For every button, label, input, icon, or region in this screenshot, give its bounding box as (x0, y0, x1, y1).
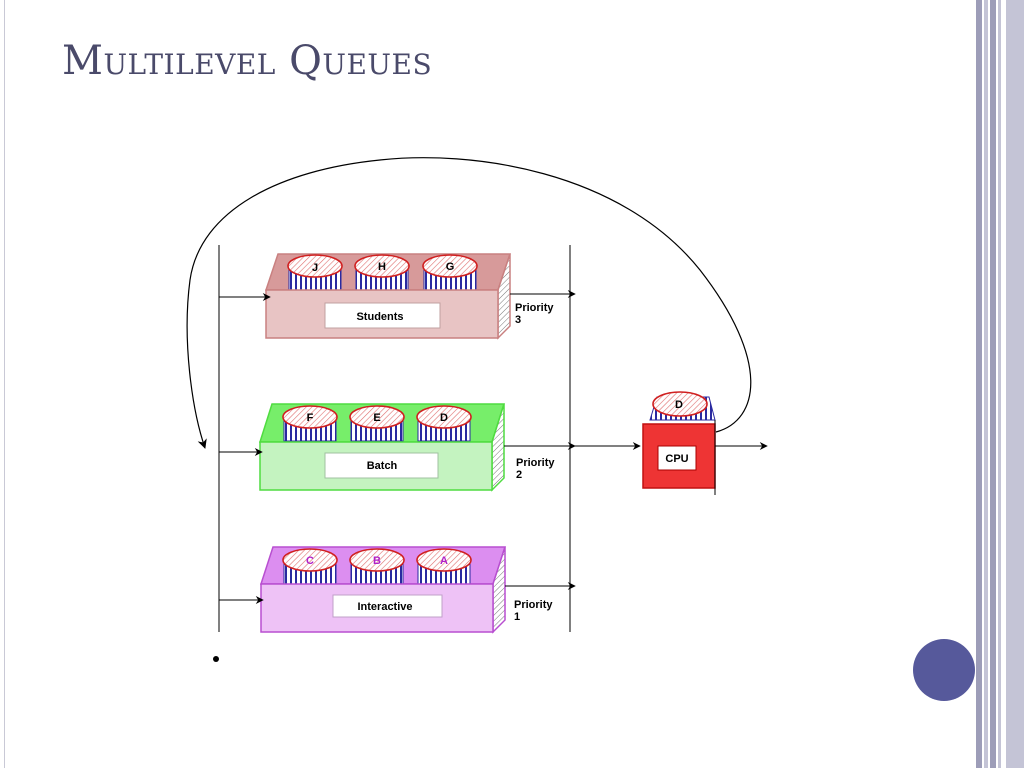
job-j: J (287, 254, 343, 291)
priority-label: Priority (516, 457, 555, 469)
job-a: A (416, 548, 472, 585)
job-label: H (378, 261, 386, 273)
decorative-stripes (976, 0, 1024, 768)
cpu-job-label: D (675, 399, 683, 411)
priority-label: Priority (515, 302, 554, 314)
queue-batch: F E D Batch Priority 2 (258, 403, 555, 492)
stripe (998, 0, 1001, 768)
job-d: D (416, 405, 472, 442)
stripe (1006, 0, 1024, 768)
queue-label: Students (356, 311, 403, 323)
slide-title: Multilevel Queues (62, 38, 433, 84)
job-g: G (422, 254, 478, 291)
job-label: C (306, 555, 314, 567)
decorative-circle (913, 639, 975, 701)
stripe (990, 0, 996, 768)
slide-left-border (4, 0, 5, 768)
stripe (984, 0, 988, 768)
queue-label: Batch (367, 460, 398, 472)
queue-students: J H G Students Priority 3 (264, 253, 554, 340)
bullet-point (213, 656, 219, 662)
job-label: D (440, 412, 448, 424)
cpu-label: CPU (665, 453, 688, 465)
job-label: J (312, 262, 318, 274)
job-label: G (446, 261, 455, 273)
queue-label-box (324, 302, 441, 329)
cpu-label-box (657, 445, 697, 471)
queue-label-box (332, 594, 443, 618)
priority-number: 2 (516, 469, 522, 481)
job-e: E (349, 405, 405, 442)
job-b: B (349, 548, 405, 585)
queue-interactive: C B A Interactive Priority 1 (259, 546, 553, 634)
priority-number: 1 (514, 611, 520, 623)
job-h: H (354, 254, 410, 291)
feedback-arc (186, 157, 752, 449)
queue-label: Interactive (357, 601, 412, 613)
priority-label: Priority (514, 599, 553, 611)
cpu-box (642, 423, 716, 489)
job-label: A (440, 555, 448, 567)
job-label: B (373, 555, 381, 567)
queue-label-box (324, 452, 439, 479)
priority-number: 3 (515, 314, 521, 326)
job-f: F (282, 405, 338, 442)
cpu: D CPU (642, 391, 716, 495)
job-label: F (307, 412, 314, 424)
stripe (976, 0, 982, 768)
job-c: C (282, 548, 338, 585)
job-label: E (373, 412, 380, 424)
cpu-job (652, 391, 708, 417)
